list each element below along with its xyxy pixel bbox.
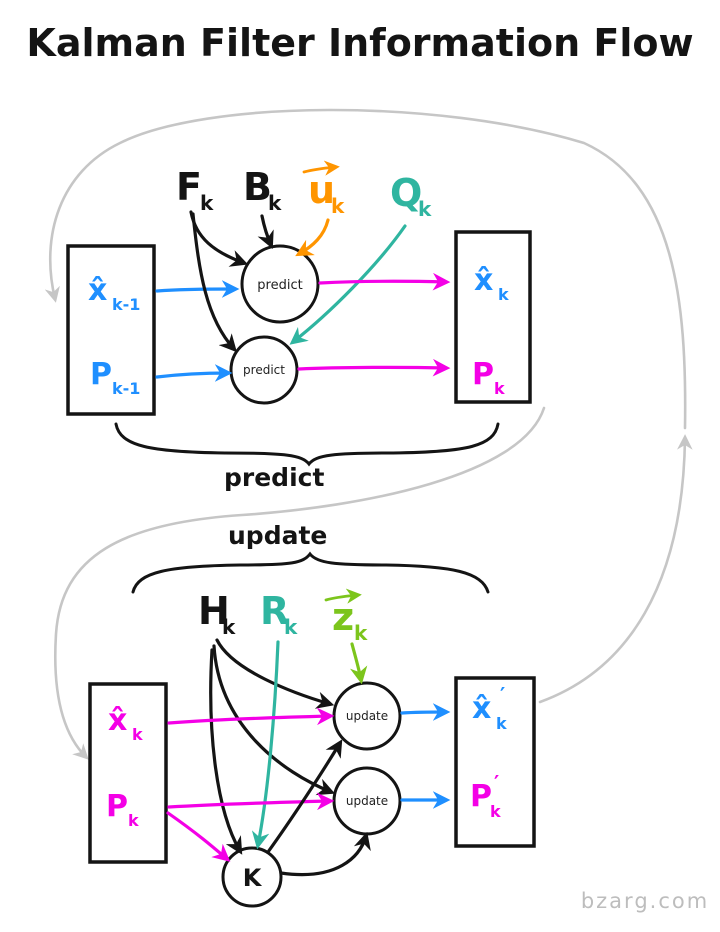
P-in-label: P [106, 789, 128, 824]
xhat-prev-label: x̂ [88, 273, 107, 308]
arrow-gain-to-update-bottom [279, 831, 371, 877]
predicted-state-labels: x̂ k P k [472, 263, 509, 398]
kalman-gain-label: K [243, 864, 263, 892]
update-arrows [166, 588, 451, 877]
watermark: bzarg.com [581, 889, 709, 913]
arrow-xhat-to-update-top [167, 707, 335, 726]
z-measurement-sub: k [354, 621, 368, 645]
P-new-prime: ′ [494, 771, 499, 795]
update-node-state-label: update [346, 709, 388, 723]
predict-node-state [240, 244, 320, 324]
arrow-xhat-prev-to-predict [155, 280, 240, 298]
xhat-in-label: x̂ [108, 703, 127, 738]
arrow-R-to-gain [251, 640, 280, 850]
loop-prediction-to-update-input [54, 406, 546, 760]
H-matrix-sub: k [222, 615, 236, 639]
arrow-predict-to-P-k [297, 358, 451, 377]
arrow-H-to-update-top [215, 638, 335, 709]
arrow-H-to-gain [209, 648, 243, 855]
predict-inputs: F k B k u k Q k [176, 165, 432, 221]
xhat-new-label: x̂ [472, 691, 491, 726]
updated-state-labels: x̂ ′ k P ′ k [470, 683, 507, 821]
previous-state-labels: x̂ k-1 P k-1 [88, 273, 140, 398]
predicted-state-box [454, 230, 532, 404]
predict-section: F k B k u k Q k x̂ k-1 P k-1 x̂ k P k pr… [66, 160, 532, 492]
xhat-new-sub: k [496, 714, 507, 733]
Q-noise-sub: k [418, 197, 432, 221]
P-new-label: P [470, 779, 492, 814]
arrow-predict-to-xhat-k [318, 272, 451, 291]
xhat-prev-sub: k-1 [112, 295, 140, 314]
arrow-F-to-predict-bottom [191, 212, 237, 353]
Q-noise-label: Q [390, 171, 422, 215]
predict-brace [114, 422, 500, 467]
arrow-H-to-update-bottom [212, 644, 336, 796]
predict-section-label: predict [224, 463, 324, 492]
F-matrix-label: F [176, 165, 202, 209]
update-input-state-box [88, 682, 168, 864]
updated-state-box [454, 676, 536, 848]
predict-arrows [155, 160, 451, 382]
arrow-Q-to-predict-bottom [289, 224, 407, 345]
loop-updated-to-prior-rise [538, 434, 693, 704]
arrow-gain-to-update-top [266, 739, 343, 854]
u-vector-arrow-icon [302, 160, 340, 176]
predict-node-cov-label: predict [243, 363, 285, 377]
update-brace [131, 551, 490, 594]
arrow-update-to-xhat-new [400, 703, 451, 721]
page-title: Kalman Filter Information Flow [26, 21, 693, 65]
B-matrix-label: B [243, 165, 272, 209]
update-node-cov-label: update [346, 794, 388, 808]
H-matrix-label: H [198, 589, 230, 633]
loop-updated-to-prior-arc [44, 108, 687, 430]
arrow-B-to-predict-top [257, 214, 274, 250]
P-pred-sub: k [494, 379, 505, 398]
arrow-P-to-gain [166, 811, 231, 862]
feedback-loops [44, 108, 693, 760]
previous-state-box [66, 244, 156, 416]
P-new-sub: k [490, 802, 501, 821]
xhat-pred-sub: k [498, 285, 509, 304]
arrow-P-to-update-bottom [167, 792, 335, 811]
R-noise-sub: k [284, 615, 298, 639]
u-control-label: u [308, 168, 335, 212]
xhat-new-prime: ′ [500, 683, 505, 707]
xhat-pred-label: x̂ [474, 263, 493, 298]
P-in-sub: k [128, 811, 139, 830]
P-prev-label: P [90, 357, 112, 392]
P-pred-label: P [472, 357, 494, 392]
arrow-P-prev-to-predict [155, 364, 233, 382]
u-control-sub: k [331, 194, 345, 218]
F-matrix-sub: k [200, 191, 214, 215]
z-measurement-label: z [332, 595, 354, 639]
P-prev-sub: k-1 [112, 379, 140, 398]
update-section: update H k R k [88, 521, 536, 908]
update-inputs: H k R k z k [198, 589, 368, 645]
z-vector-arrow-icon [324, 588, 362, 604]
arrow-u-to-predict-top [295, 218, 330, 257]
predict-node-state-label: predict [257, 278, 302, 293]
R-noise-label: R [260, 589, 289, 633]
arrow-z-to-update-top [349, 642, 368, 685]
B-matrix-sub: k [268, 191, 282, 215]
update-section-label: update [228, 521, 327, 550]
update-input-state-labels: x̂ k P k [106, 703, 143, 830]
xhat-in-sub: k [132, 725, 143, 744]
